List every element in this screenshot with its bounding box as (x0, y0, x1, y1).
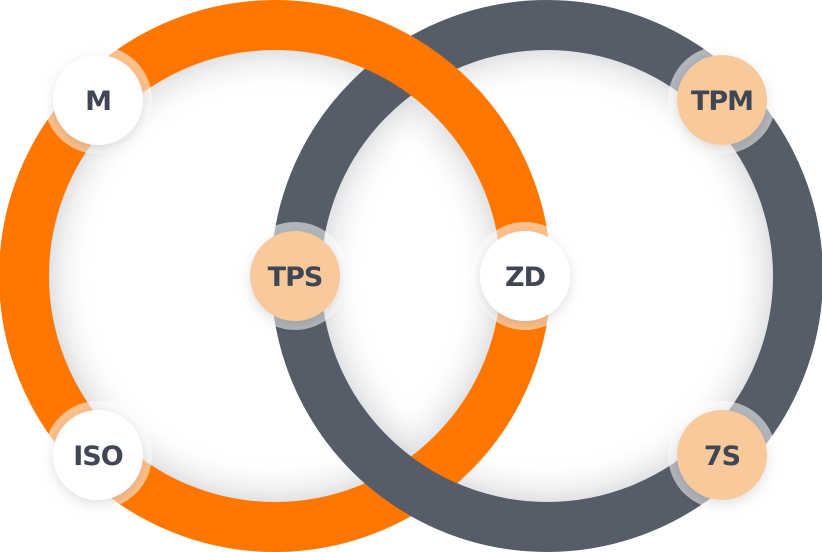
node-tpm: TPM (668, 46, 776, 154)
node-zd: ZD (471, 222, 579, 330)
node-label: TPS (268, 262, 323, 293)
node-tps: TPS (241, 222, 349, 330)
node-circle (677, 410, 767, 500)
gray-ring-overlap-segment (320, 405, 509, 548)
node-label: ZD (505, 262, 545, 293)
node-m: M (44, 46, 152, 154)
node-circle (677, 55, 767, 145)
node-label: 7S (704, 441, 740, 472)
node-7s: 7S (668, 401, 776, 509)
node-circle (250, 231, 340, 321)
node-iso: ISO (44, 401, 152, 509)
node-label: M (85, 86, 111, 117)
node-label: TPM (691, 86, 753, 117)
node-circle (480, 231, 570, 321)
node-circle (53, 410, 143, 500)
node-label: ISO (73, 441, 122, 472)
node-circle (53, 55, 143, 145)
